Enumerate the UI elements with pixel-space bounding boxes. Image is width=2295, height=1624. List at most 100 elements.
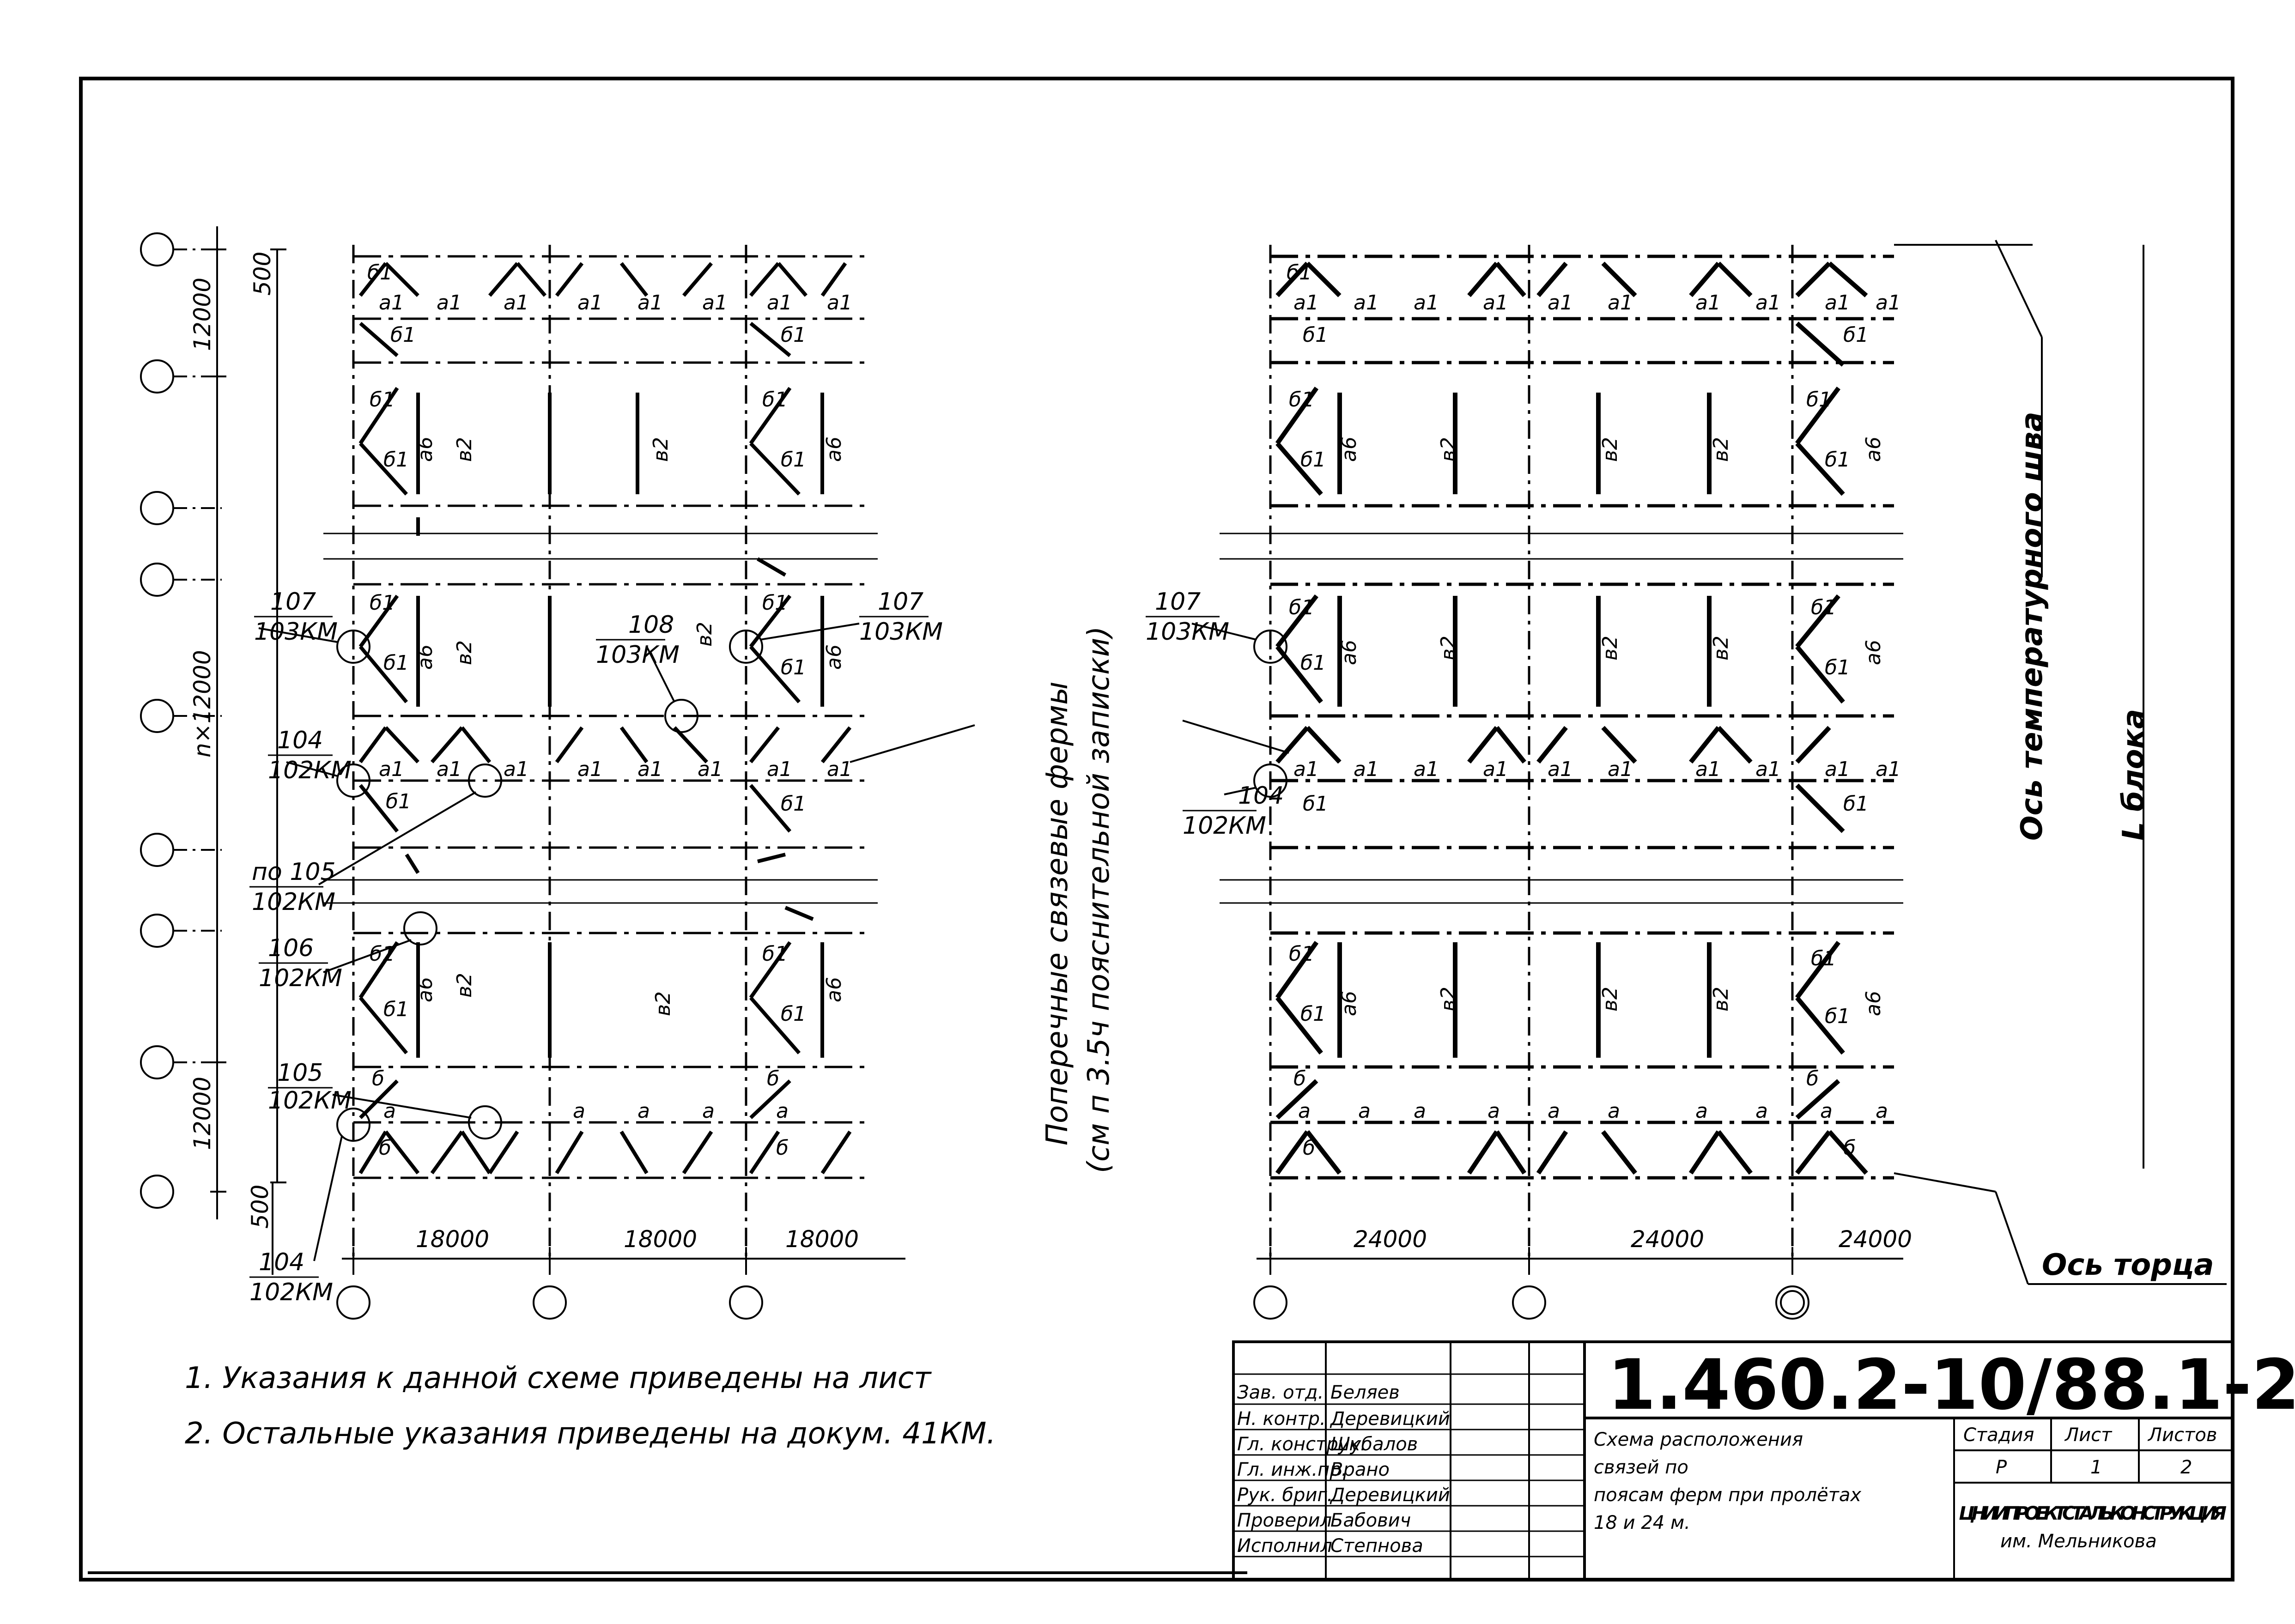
label-v2: в2 — [1598, 636, 1622, 661]
label-a1: а1 — [638, 757, 663, 781]
svg-text:102КМ: 102КМ — [249, 1279, 333, 1306]
chord-lines-right — [1270, 255, 1894, 1180]
label-b1: б1 — [781, 323, 806, 347]
label-a: а — [1755, 1099, 1768, 1123]
label-b1: б1 — [781, 1002, 806, 1026]
bracing-band2-left — [358, 387, 824, 577]
label-a6: а6 — [822, 644, 846, 670]
label-b1: б1 — [1287, 261, 1312, 285]
right-plan — [1182, 240, 2227, 1320]
label-v2: в2 — [1437, 437, 1460, 462]
label-a: а — [702, 1099, 715, 1123]
svg-text:103КМ: 103КМ — [1146, 618, 1229, 646]
label-a1: а1 — [577, 757, 603, 781]
svg-text:104: 104 — [277, 727, 323, 754]
callout-106: 106 102КМ — [259, 934, 342, 992]
label-v2: в2 — [1598, 437, 1622, 462]
dim-500-bottom: 500 — [247, 1185, 273, 1229]
label-a1: а1 — [1354, 291, 1379, 315]
row-axis-markers — [140, 232, 222, 1209]
callout-104-bottom: 104 102КМ — [249, 1248, 333, 1306]
label-a: а — [1488, 1099, 1500, 1123]
bracing-band4-left — [358, 726, 852, 921]
label-b1: б1 — [1289, 942, 1314, 966]
name-2: Деревицкий — [1330, 1408, 1450, 1430]
label-b1: б1 — [781, 448, 806, 472]
svg-text:107: 107 — [270, 588, 316, 616]
label-a: а — [573, 1099, 585, 1123]
label-v2: в2 — [1709, 636, 1733, 661]
label-v2: в2 — [651, 991, 675, 1016]
svg-text:102КМ: 102КМ — [1183, 812, 1266, 840]
sheets-header: Листов — [2147, 1424, 2217, 1446]
label-v2: в2 — [649, 437, 673, 462]
label-b: б — [1293, 1067, 1306, 1091]
label-b1: б1 — [383, 448, 409, 472]
label-a1: а1 — [1293, 757, 1319, 781]
label-b: б — [1843, 1136, 1856, 1160]
axis-labels: Ось температурного шва L блока Ось торца — [2015, 412, 2214, 1282]
role-6: Проверил — [1237, 1510, 1332, 1531]
label-a: а — [1298, 1099, 1311, 1123]
label-a1: а1 — [767, 757, 792, 781]
sheet-title-3: поясам ферм при пролётах — [1594, 1485, 1861, 1506]
end-axis-label: Ось торца — [2042, 1248, 2214, 1282]
label-a1: а1 — [1876, 757, 1901, 781]
vertical-note-line1: Поперечные связевые фермы — [1040, 681, 1075, 1145]
svg-text:102КМ: 102КМ — [252, 888, 335, 916]
label-a6: а6 — [1337, 436, 1361, 462]
label-a: а — [1876, 1099, 1888, 1123]
break-lines-right — [1220, 533, 1903, 904]
label-b1: б1 — [383, 998, 409, 1021]
left-dimension-line — [210, 226, 286, 1219]
label-a6: а6 — [1862, 640, 1885, 665]
label-b1: б1 — [781, 656, 806, 679]
label-b1: б1 — [1300, 1002, 1326, 1026]
label-a1: а1 — [1548, 291, 1573, 315]
label-a1: а1 — [1608, 291, 1633, 315]
stage-value: Р — [1996, 1457, 2007, 1478]
name-1: Беляев — [1330, 1382, 1400, 1403]
span-dim-left-2: 18000 — [624, 1226, 697, 1253]
svg-text:102КМ: 102КМ — [268, 1087, 352, 1115]
label-v2: в2 — [1709, 987, 1733, 1012]
label-b1: б1 — [1300, 651, 1326, 675]
label-a1: а1 — [1483, 757, 1508, 781]
label-a6: а6 — [413, 436, 437, 462]
name-3: Шубалов — [1330, 1434, 1418, 1455]
label-a: а — [1608, 1099, 1620, 1123]
label-b: б — [1806, 1067, 1819, 1091]
label-a1: а1 — [504, 291, 529, 315]
label-a6: а6 — [1337, 640, 1361, 665]
callout-107-rightplan: 107 103КМ — [1146, 588, 1229, 646]
label-v2: в2 — [453, 640, 476, 665]
label-a1: а1 — [1608, 757, 1633, 781]
column-axis-markers-right — [1253, 1285, 1809, 1320]
name-6: Бабович — [1330, 1510, 1411, 1531]
label-a1: а1 — [1354, 757, 1379, 781]
label-v2: в2 — [1709, 437, 1733, 462]
label-b1: б1 — [762, 388, 788, 412]
temp-joint-axis-label: Ось температурного шва — [2015, 412, 2049, 841]
label-a1: а1 — [1755, 291, 1781, 315]
svg-text:104: 104 — [259, 1248, 304, 1276]
label-a: а — [776, 1099, 789, 1123]
label-b1: б1 — [1806, 388, 1832, 412]
label-v2: в2 — [1598, 987, 1622, 1012]
label-b1: б1 — [390, 323, 416, 347]
label-a1: а1 — [577, 291, 603, 315]
label-b1: б1 — [1811, 596, 1836, 619]
label-a1: а1 — [638, 291, 663, 315]
chord-lines-left — [353, 255, 868, 1179]
left-plan — [140, 226, 975, 1320]
svg-text:105: 105 — [277, 1059, 323, 1087]
callout-markers-right — [1182, 623, 1289, 798]
svg-text:107: 107 — [878, 588, 923, 616]
label-v2: в2 — [1437, 636, 1460, 661]
label-b: б — [767, 1067, 779, 1091]
label-a1: а1 — [1876, 291, 1901, 315]
svg-text:103КМ: 103КМ — [859, 618, 943, 646]
label-a1: а1 — [767, 291, 792, 315]
label-b1: б1 — [1825, 448, 1850, 472]
label-a: а — [1358, 1099, 1371, 1123]
